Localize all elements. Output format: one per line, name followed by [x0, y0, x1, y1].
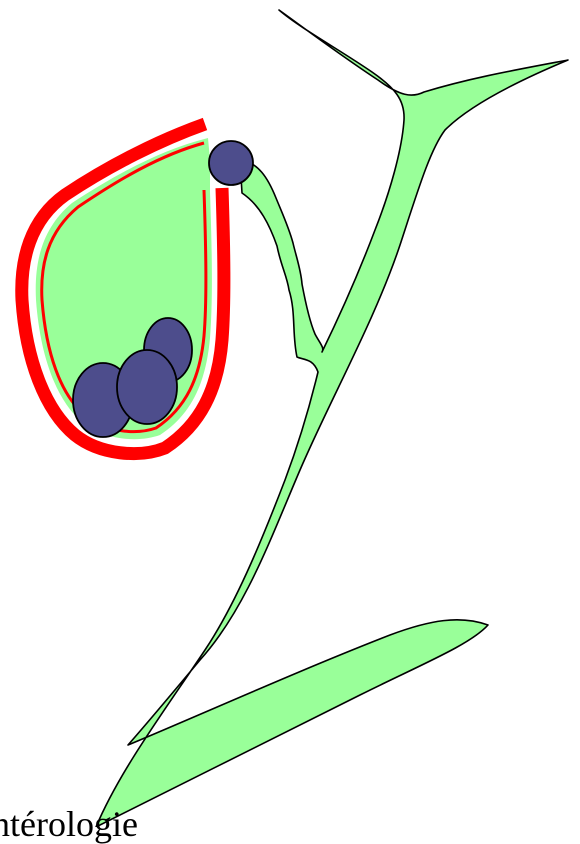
gallstone-neck — [209, 141, 253, 185]
biliary-diagram — [0, 0, 580, 827]
gallstone-middle — [117, 350, 177, 424]
caption-text: ntérologie — [0, 806, 138, 842]
